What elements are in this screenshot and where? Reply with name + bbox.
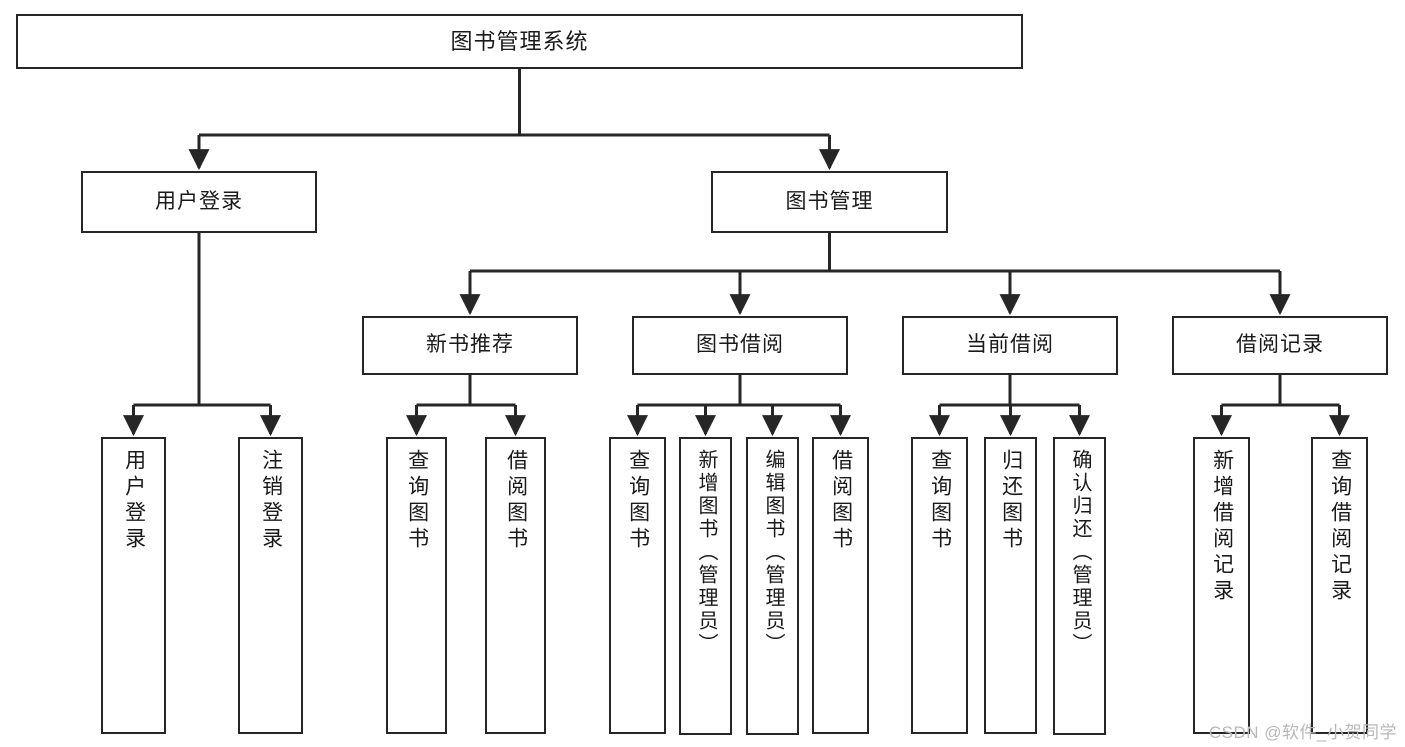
node-l-addrec[interactable]: 新增借阅记录 bbox=[1193, 437, 1250, 734]
node-label-l-addrec: 新增借阅记录 bbox=[1210, 449, 1234, 605]
node-label-l-b1: 借阅图书 bbox=[504, 449, 528, 553]
node-l-logout[interactable]: 注销登录 bbox=[238, 437, 303, 734]
node-label-l-q2: 查询图书 bbox=[626, 449, 650, 553]
node-l-return[interactable]: 归还图书 bbox=[984, 437, 1037, 734]
node-label-l-userlogin: 用户登录 bbox=[122, 449, 146, 553]
node-label-records: 借阅记录 bbox=[1236, 333, 1324, 357]
node-label-l-confirm: 确认归还（管理员） bbox=[1069, 449, 1091, 656]
node-label-l-q1: 查询图书 bbox=[405, 449, 429, 553]
node-label-l-qrec: 查询借阅记录 bbox=[1328, 449, 1352, 605]
node-current[interactable]: 当前借阅 bbox=[902, 316, 1118, 375]
node-login[interactable]: 用户登录 bbox=[81, 171, 317, 233]
node-root[interactable]: 图书管理系统 bbox=[16, 14, 1023, 69]
node-l-add[interactable]: 新增图书（管理员） bbox=[679, 437, 732, 735]
node-l-confirm[interactable]: 确认归还（管理员） bbox=[1053, 437, 1106, 735]
node-label-l-edit: 编辑图书（管理员） bbox=[762, 449, 784, 656]
node-bookmgmt[interactable]: 图书管理 bbox=[711, 171, 948, 233]
node-label-bookmgmt: 图书管理 bbox=[785, 189, 874, 213]
node-l-edit[interactable]: 编辑图书（管理员） bbox=[746, 437, 799, 735]
watermark-label: CSDN @软件_小贺同学 bbox=[1208, 723, 1397, 742]
node-label-l-b2: 借阅图书 bbox=[829, 449, 853, 553]
node-l-qrec[interactable]: 查询借阅记录 bbox=[1311, 437, 1368, 734]
node-borrow[interactable]: 图书借阅 bbox=[632, 316, 848, 375]
node-newbook[interactable]: 新书推荐 bbox=[362, 316, 578, 375]
node-l-userlogin[interactable]: 用户登录 bbox=[101, 437, 166, 734]
node-label-l-add: 新增图书（管理员） bbox=[695, 449, 717, 656]
node-label-login: 用户登录 bbox=[155, 189, 243, 213]
node-label-current: 当前借阅 bbox=[966, 333, 1054, 357]
node-l-b2[interactable]: 借阅图书 bbox=[812, 437, 869, 734]
node-l-q1[interactable]: 查询图书 bbox=[386, 437, 447, 734]
node-l-q2[interactable]: 查询图书 bbox=[609, 437, 666, 734]
node-label-l-q3: 查询图书 bbox=[928, 449, 952, 553]
edge-layer bbox=[123, 69, 1350, 437]
node-l-q3[interactable]: 查询图书 bbox=[911, 437, 968, 734]
node-label-l-return: 归还图书 bbox=[999, 449, 1023, 553]
node-label-l-logout: 注销登录 bbox=[259, 449, 283, 553]
node-records[interactable]: 借阅记录 bbox=[1172, 316, 1388, 375]
node-label-borrow: 图书借阅 bbox=[696, 333, 784, 357]
node-l-b1[interactable]: 借阅图书 bbox=[485, 437, 546, 734]
node-label-newbook: 新书推荐 bbox=[426, 333, 514, 357]
node-label-root: 图书管理系统 bbox=[450, 28, 589, 54]
